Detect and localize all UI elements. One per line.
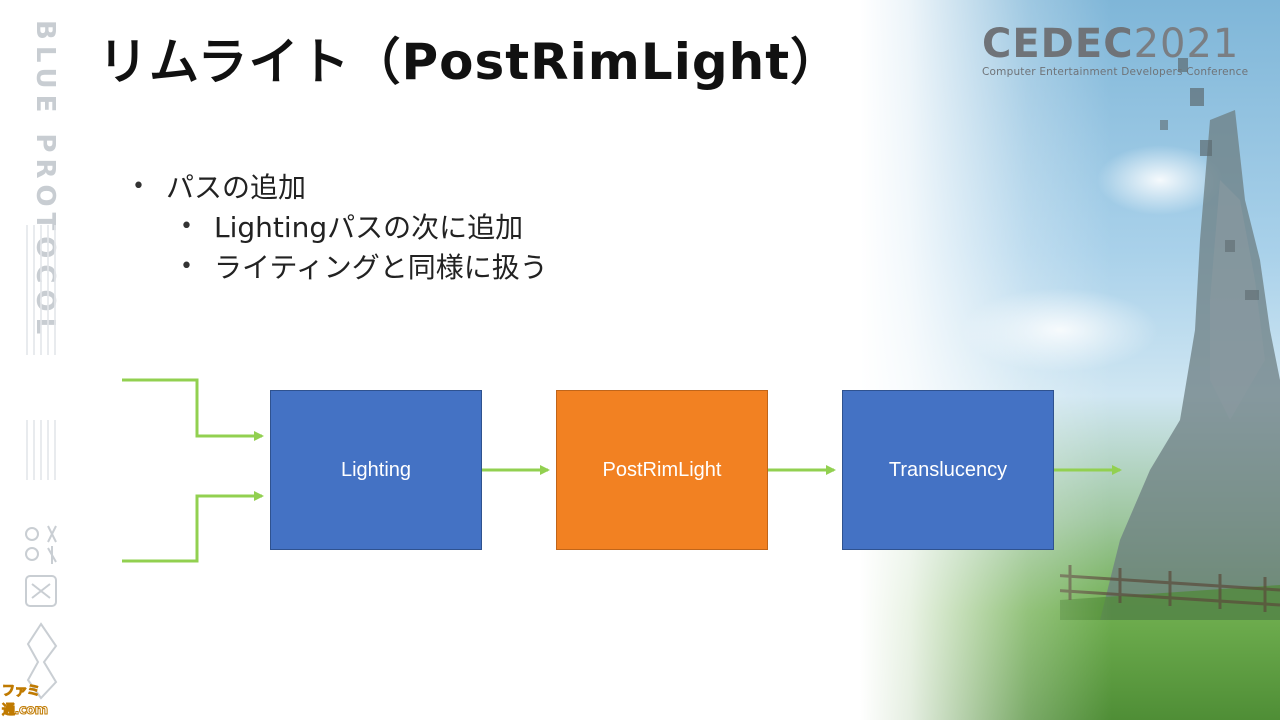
brand-strip: BLUE PROTOCOL ファミ通.com (0, 0, 80, 720)
sub-bullet-text: ライティングと同様に扱う (214, 251, 548, 284)
input-connector-bottom (122, 491, 264, 563)
bullet-item: • パスの追加 (132, 166, 548, 206)
node-postrimlight: PostRimLight (556, 390, 768, 550)
bullet-dot: • (180, 253, 193, 279)
node-lighting: Lighting (270, 390, 482, 550)
bullet-dot: • (132, 173, 145, 199)
cedec-wordmark: CEDEC2021 (982, 22, 1262, 66)
bullet-text: パスの追加 (166, 171, 307, 204)
bullet-dot: • (180, 213, 193, 239)
sub-bullet-item: • Lightingパスの次に追加 (180, 206, 548, 246)
cedec-logo: CEDEC2021 Computer Entertainment Develop… (982, 22, 1262, 78)
input-connector-top (122, 378, 264, 441)
cedec-mark: CEDEC (982, 21, 1134, 67)
cedec-subtitle: Computer Entertainment Developers Confer… (982, 66, 1249, 78)
sub-bullet-item: • ライティングと同様に扱う (180, 246, 548, 286)
bullet-list: • パスの追加 • Lightingパスの次に追加 • ライティングと同様に扱う (132, 166, 548, 286)
brand-fineprint (26, 225, 60, 355)
brand-fineprint-secondary (26, 420, 60, 480)
cedec-year: 2021 (1133, 21, 1240, 67)
sub-bullet-text: Lightingパスの次に追加 (214, 211, 524, 244)
node-translucency: Translucency (842, 390, 1054, 550)
background-fade (860, 0, 1280, 720)
famitsu-watermark: ファミ通.com (2, 684, 49, 719)
blue-protocol-emblem-icon (25, 525, 58, 700)
slide-title: リムライト（PostRimLight） (98, 33, 842, 91)
